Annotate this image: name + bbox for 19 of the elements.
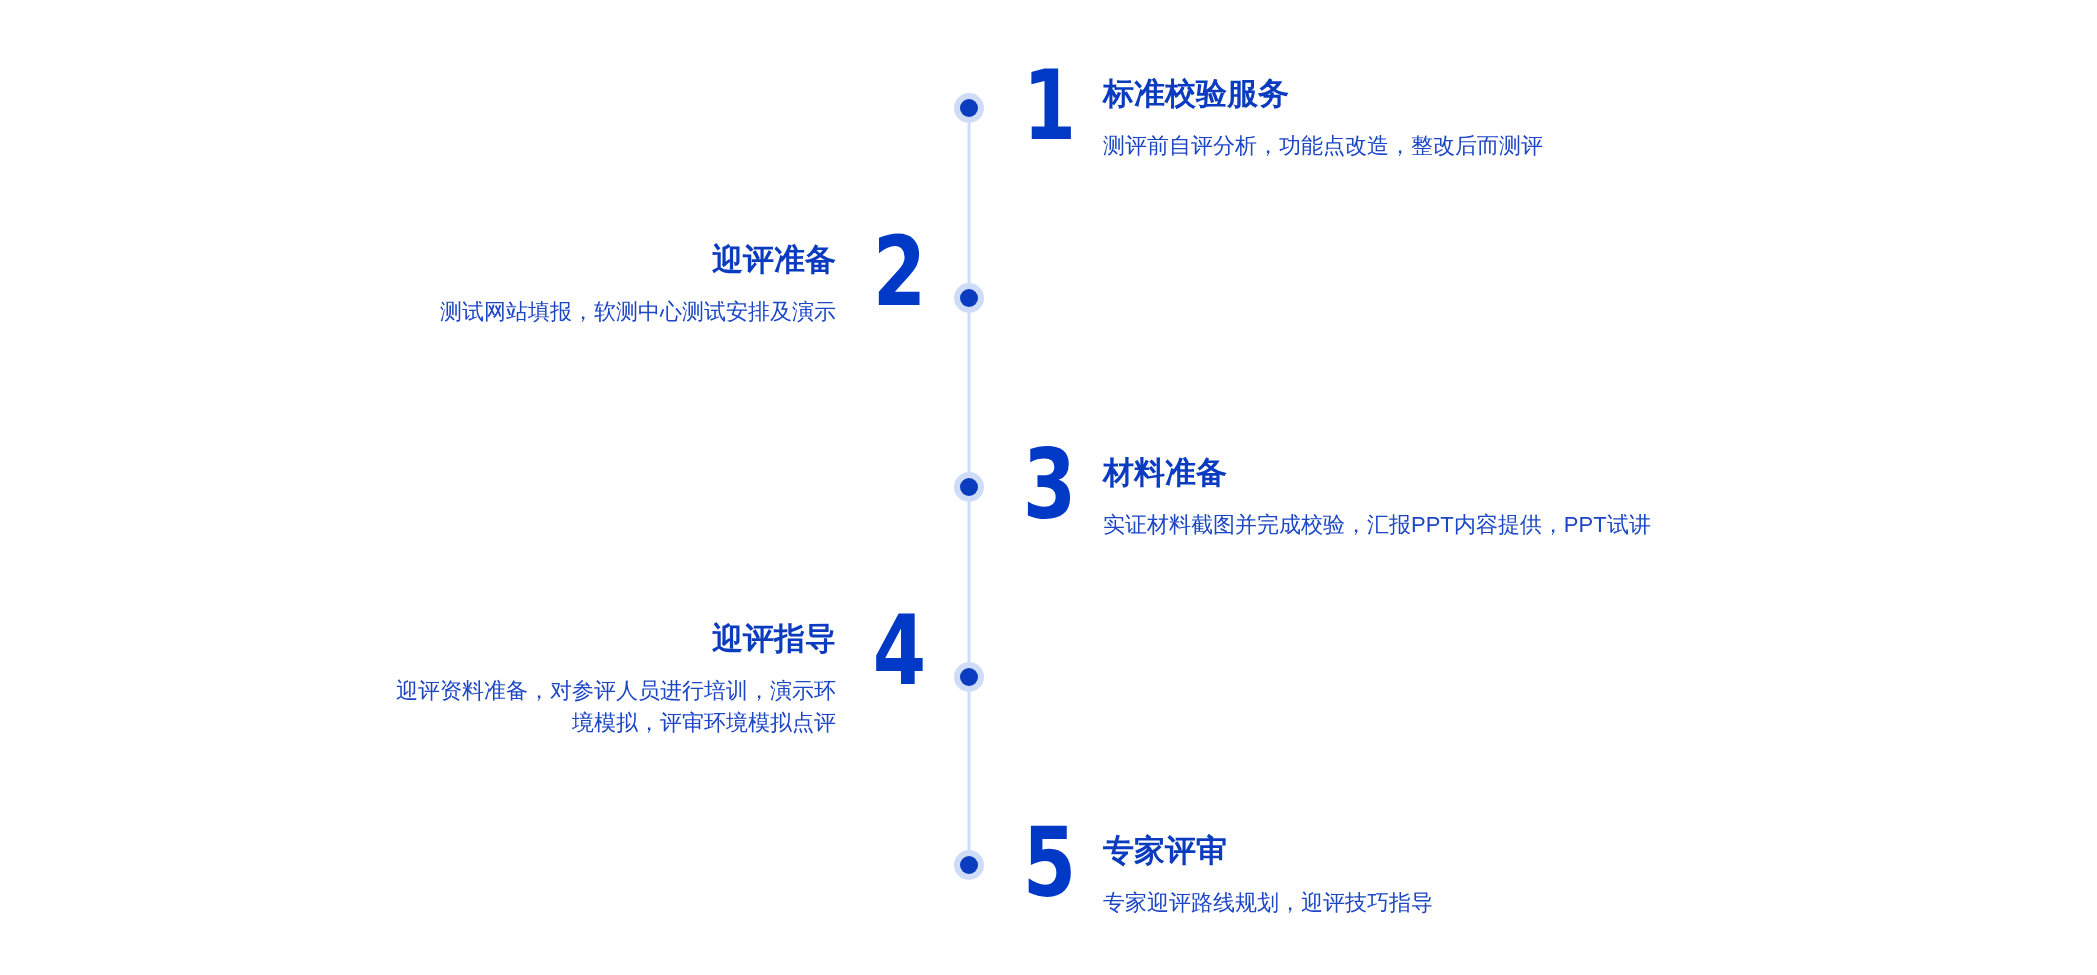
step-title: 迎评指导 [712,620,836,658]
step-number: 3 [1022,437,1077,533]
step-title: 材料准备 [1103,454,1227,492]
step-description: 测试网站填报，软测中心测试安排及演示 [439,298,836,326]
connector-line [967,502,971,662]
connector-line [967,123,971,283]
step-description: 迎评资料准备，对参评人员进行培训，演示环境模拟，评审环境模拟点评 [395,677,836,737]
step-number: 5 [1022,815,1077,911]
step-title: 迎评准备 [712,241,836,279]
connector-line [967,692,971,850]
step-title: 专家评审 [1103,832,1227,870]
step-title: 标准校验服务 [1103,75,1289,113]
step-description: 测评前自评分析，功能点改造，整改后而测评 [1103,132,1543,160]
step-number: 1 [1022,58,1077,154]
step-number: 2 [872,224,927,320]
connector-line [967,313,971,472]
step-description: 专家迎评路线规划，迎评技巧指导 [1103,889,1433,917]
step-description: 实证材料截图并完成校验，汇报PPT内容提供，PPT试讲 [1103,511,1651,539]
step-number: 4 [872,603,927,699]
